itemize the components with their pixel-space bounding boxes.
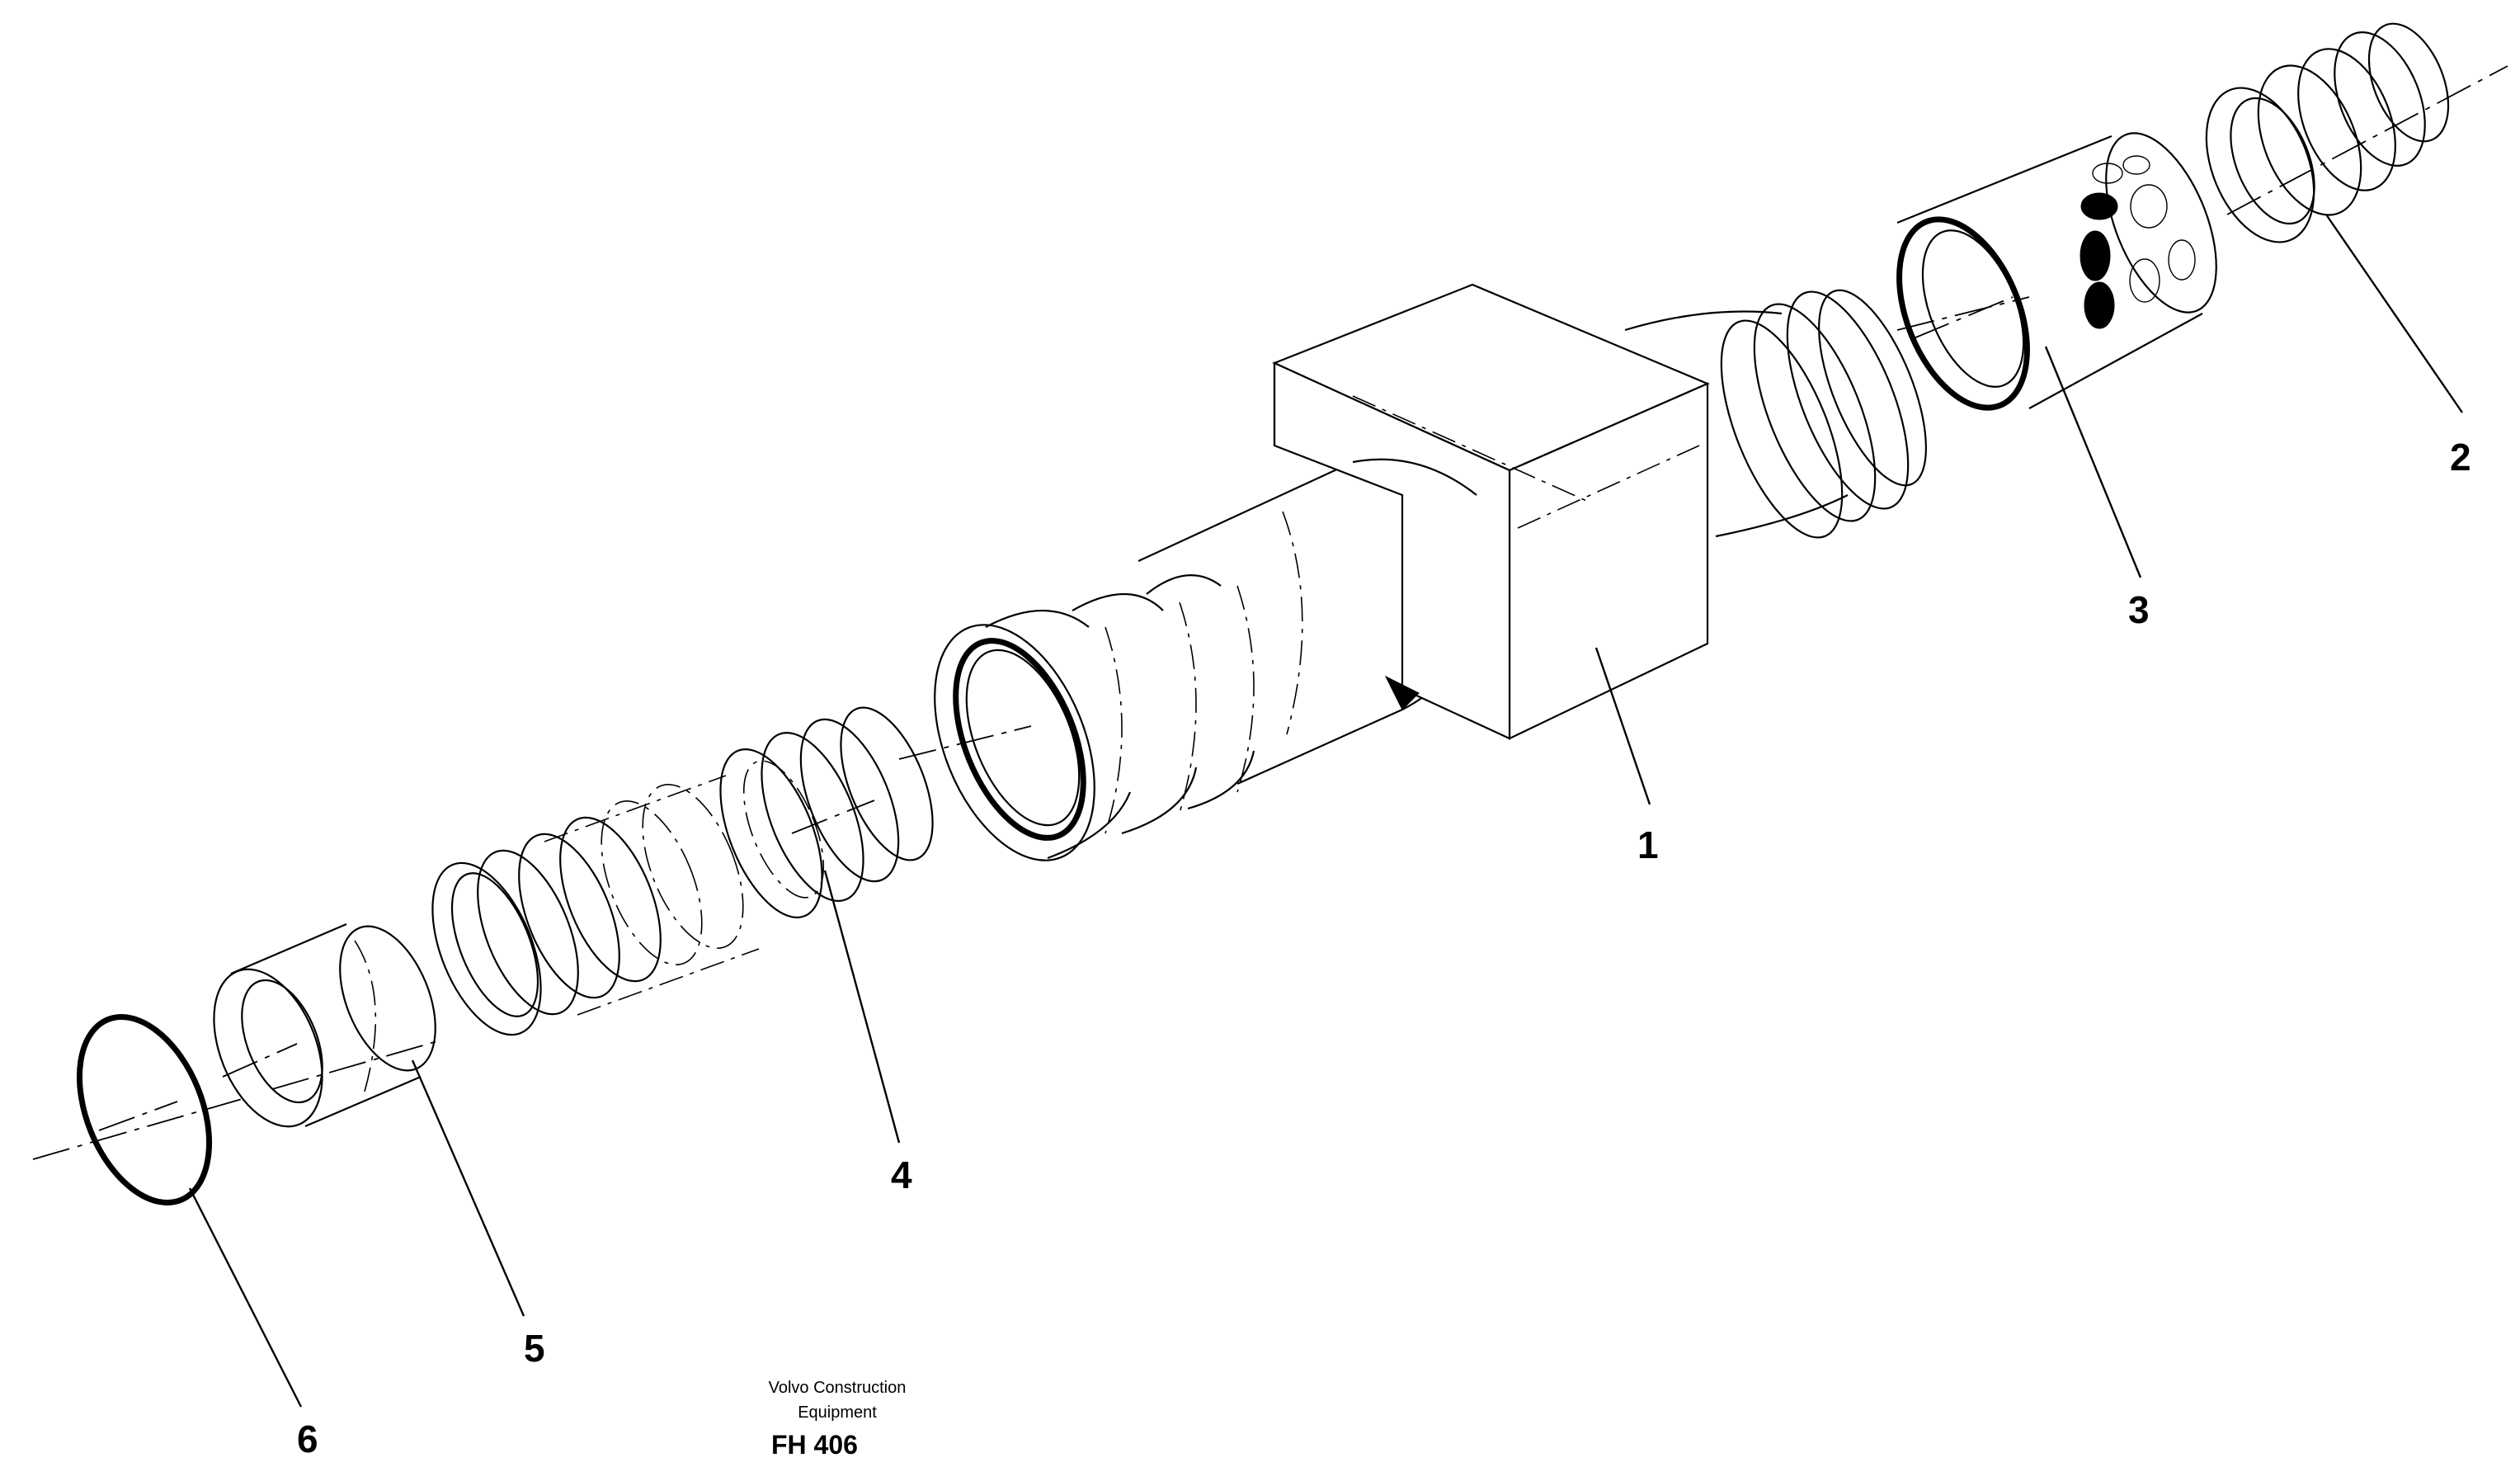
manufacturer-line-2: Equipment [798, 1404, 877, 1422]
callout-4: 4 [891, 1154, 912, 1196]
callout-labels: 1 2 3 4 5 6 [297, 436, 2471, 1460]
callout-1: 1 [1637, 823, 1659, 866]
part-3-perforated-sleeve [1896, 132, 2217, 411]
part-5-bushing [213, 922, 436, 1128]
part-1-housing [934, 283, 1927, 861]
callout-5: 5 [524, 1327, 545, 1370]
callout-6: 6 [297, 1418, 318, 1460]
spring-left [431, 775, 760, 1036]
leader-3 [2044, 346, 2142, 578]
figure-code: FH 406 [771, 1430, 858, 1460]
part-4-spring [719, 706, 934, 918]
leader-2 [2325, 214, 2463, 413]
callout-3: 3 [2128, 588, 2150, 631]
manufacturer-line-1: Volvo Construction [769, 1379, 907, 1397]
leader-1 [1594, 647, 1651, 805]
leader-6 [188, 1187, 303, 1408]
part-2-spring [2205, 22, 2450, 243]
leader-5 [411, 1059, 525, 1317]
callout-2: 2 [2450, 436, 2471, 479]
part-6-o-ring [76, 1013, 213, 1206]
leader-lines [188, 214, 2463, 1408]
footer: Volvo Construction Equipment FH 406 [769, 1379, 907, 1460]
leader-4 [823, 870, 901, 1144]
